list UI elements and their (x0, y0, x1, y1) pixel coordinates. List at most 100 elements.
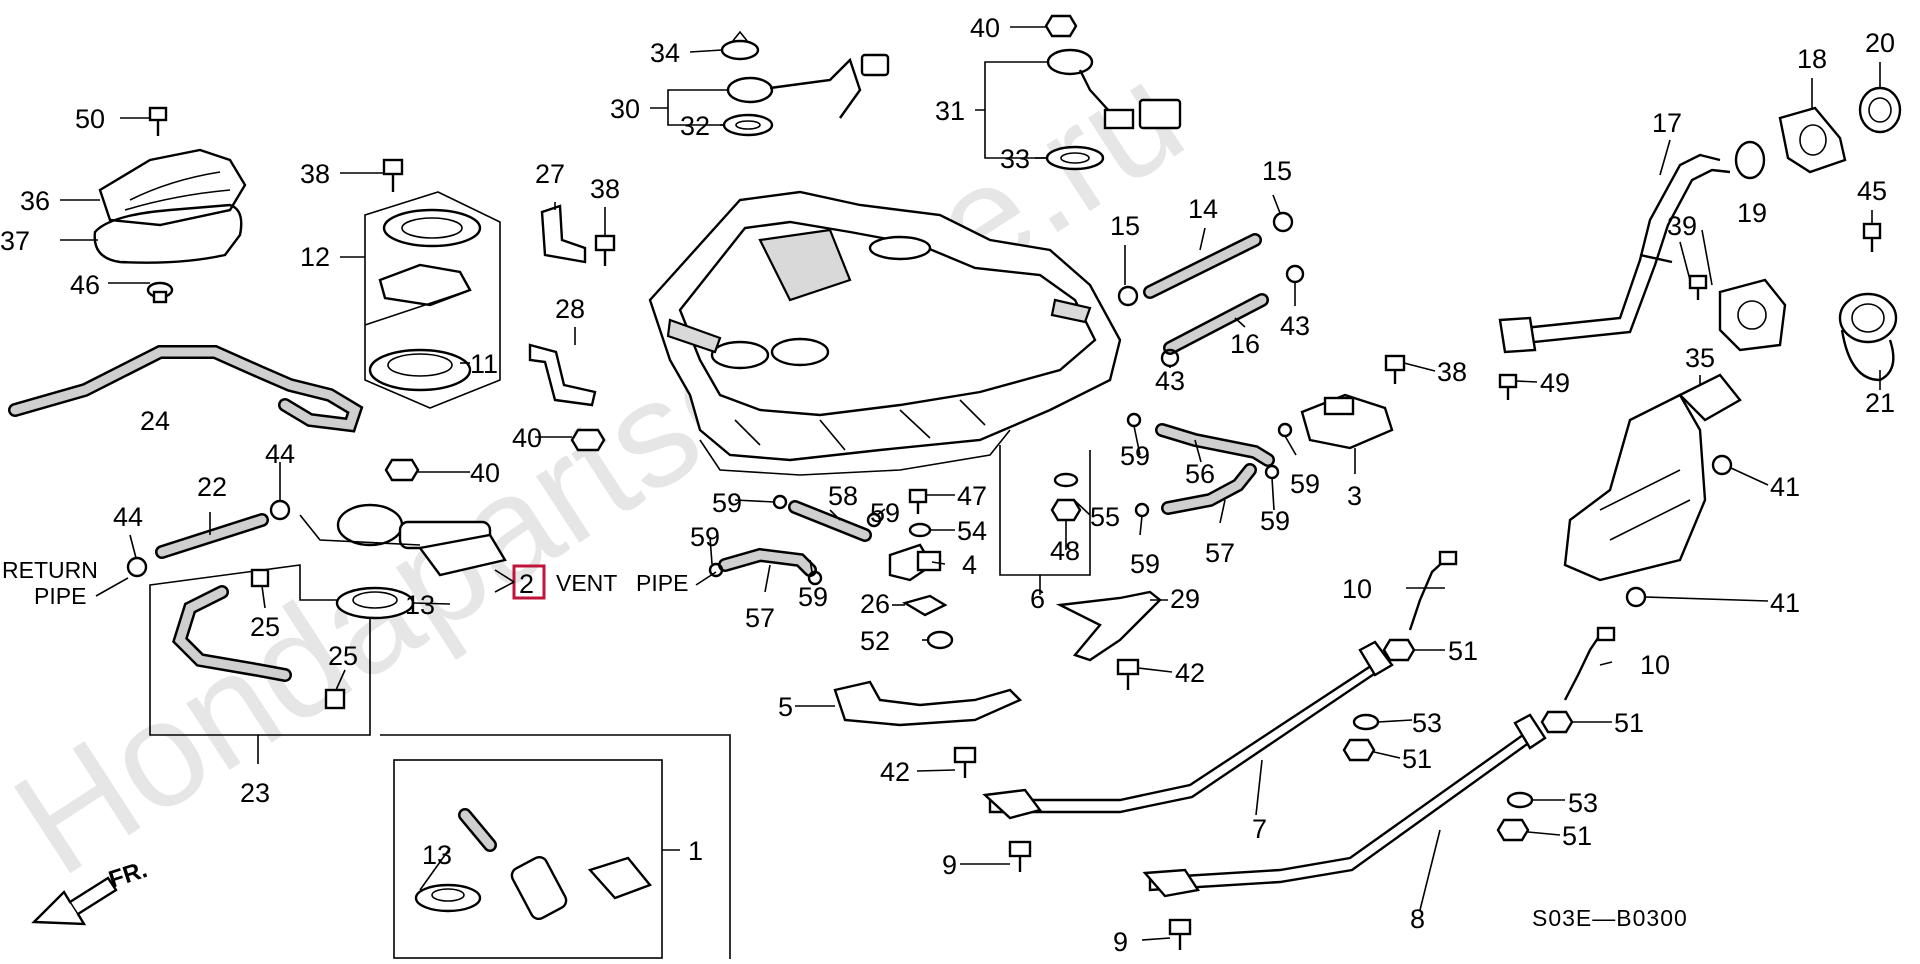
callout-54: 54 (957, 516, 987, 546)
part-38-bolt-c[interactable] (1384, 354, 1406, 384)
part-12-gasket-set[interactable] (364, 191, 501, 409)
part-32-seal[interactable] (722, 113, 774, 137)
part-11-ring[interactable] (368, 348, 472, 392)
part-42-bolt-a[interactable] (1116, 658, 1140, 690)
callout-38-a: 38 (300, 159, 330, 189)
callout-59-d: 59 (1260, 506, 1290, 536)
part-53-washer-b[interactable] (1506, 791, 1534, 809)
part-41-clip-a[interactable] (1711, 454, 1733, 476)
part-31-sender[interactable] (1046, 48, 1182, 130)
callout-9-b: 9 (1113, 927, 1128, 957)
part-15-clamp-b[interactable] (1272, 211, 1294, 233)
part-2-pump-assy[interactable] (299, 503, 507, 577)
callout-32: 32 (680, 111, 710, 141)
part-52-grommet[interactable] (926, 630, 954, 650)
part-9-bolt-a[interactable] (1008, 840, 1032, 872)
part-59-clip-g[interactable] (708, 562, 724, 578)
callout-2-highlighted[interactable]: 2 (519, 569, 534, 599)
part-57-hose-a[interactable] (1161, 463, 1257, 515)
leader-lines (60, 26, 1881, 941)
part-51-nut-c[interactable] (1342, 738, 1376, 762)
part-47-bolt[interactable] (908, 488, 928, 514)
part-57-hose-b[interactable] (718, 547, 817, 577)
part-59-clip-e[interactable] (772, 494, 788, 510)
callout-38-c: 38 (1437, 357, 1467, 387)
part-59-clip-c[interactable] (1134, 502, 1150, 518)
part-59-clip-a[interactable] (1126, 412, 1142, 428)
part-35-shield[interactable] (1563, 373, 1742, 582)
part-50-bolt[interactable] (148, 106, 168, 136)
part-40-nut-a[interactable] (570, 428, 606, 452)
part-5-bracket[interactable] (833, 680, 1023, 727)
fuel-tank[interactable] (648, 190, 1122, 476)
callout-59-c: 59 (1130, 549, 1160, 579)
part-21-fuel-cap[interactable] (1838, 292, 1898, 382)
part-46-grommet[interactable] (146, 281, 174, 304)
part-48-nut[interactable] (1050, 498, 1082, 522)
callout-5: 5 (778, 692, 793, 722)
part-44-clip-b[interactable] (126, 556, 148, 578)
part-14-hose[interactable] (1143, 233, 1262, 299)
part-28-bracket[interactable] (528, 343, 597, 407)
part-25-clip-a[interactable] (250, 568, 270, 588)
part-10-bolt-b[interactable] (1563, 626, 1616, 701)
part-59-clip-h[interactable] (807, 570, 823, 586)
callout-43-b: 43 (1155, 366, 1185, 396)
part-13-seal-a[interactable] (335, 586, 415, 620)
part-24-hose[interactable] (8, 345, 364, 433)
part-13-seal-b[interactable] (414, 883, 482, 913)
part-36-cover[interactable] (98, 148, 247, 227)
part-16-hose[interactable] (1163, 293, 1269, 355)
callout-40-a: 40 (512, 423, 542, 453)
callout-3: 3 (1347, 481, 1362, 511)
part-42-bolt-b[interactable] (953, 746, 977, 778)
part-8-strap[interactable] (1142, 713, 1547, 898)
part-20-cap[interactable] (1858, 86, 1902, 134)
part-19-flange[interactable] (1718, 278, 1787, 352)
part-40-nut-b[interactable] (384, 458, 420, 482)
part-33-seal[interactable] (1045, 145, 1105, 171)
part-39-bolt[interactable] (1688, 274, 1708, 300)
callout-29: 29 (1170, 584, 1200, 614)
part-18-cap-housing[interactable] (1778, 106, 1847, 174)
part-40-nut-c[interactable] (1044, 14, 1078, 38)
part-37-seal[interactable] (93, 203, 243, 264)
part-59-clip-f[interactable] (866, 512, 882, 528)
part-34-retainer[interactable] (720, 30, 760, 61)
part-17-filler-pipe[interactable] (1498, 140, 1766, 354)
callout-11: 11 (470, 349, 498, 379)
part-4-valve[interactable] (888, 543, 942, 582)
part-59-clip-d[interactable] (1264, 464, 1280, 480)
part-1-pump-kit[interactable] (380, 734, 731, 959)
part-25-clip-b[interactable] (324, 688, 346, 710)
part-51-nut-b[interactable] (1540, 710, 1574, 734)
part-51-nut-d[interactable] (1496, 818, 1530, 842)
part-58-hose[interactable] (788, 500, 872, 542)
part-27-bracket[interactable] (540, 204, 587, 264)
part-59-clip-b[interactable] (1277, 422, 1293, 438)
part-51-nut-a[interactable] (1382, 638, 1416, 662)
part-44-clip-a[interactable] (269, 499, 291, 521)
part-7-strap[interactable] (982, 640, 1394, 820)
part-3-canister[interactable] (1300, 393, 1394, 450)
part-55-washer[interactable] (1053, 472, 1079, 488)
part-38-bolt-a[interactable] (382, 158, 404, 192)
part-15-clamp-a[interactable] (1117, 285, 1139, 307)
part-26-clip[interactable] (901, 594, 948, 617)
callout-44-b: 44 (113, 502, 143, 532)
part-38-bolt-b[interactable] (594, 234, 616, 266)
part-45-bolt[interactable] (1862, 222, 1882, 252)
part-43-clamp-b[interactable] (1285, 264, 1305, 284)
part-49-bolt[interactable] (1498, 373, 1518, 400)
part-30-sender[interactable] (726, 53, 890, 119)
part-29-bracket[interactable] (1055, 590, 1162, 662)
part-56-hose[interactable] (1155, 423, 1275, 467)
part-53-washer-a[interactable] (1352, 713, 1380, 731)
part-22-hose[interactable] (155, 513, 269, 559)
callout-49: 49 (1540, 368, 1570, 398)
part-54-washer[interactable] (908, 522, 932, 538)
part-10-bolt-a[interactable] (1408, 550, 1458, 631)
part-9-bolt-b[interactable] (1168, 918, 1192, 950)
part-41-clip-b[interactable] (1625, 586, 1647, 608)
vent-pipe-leader (695, 571, 717, 586)
